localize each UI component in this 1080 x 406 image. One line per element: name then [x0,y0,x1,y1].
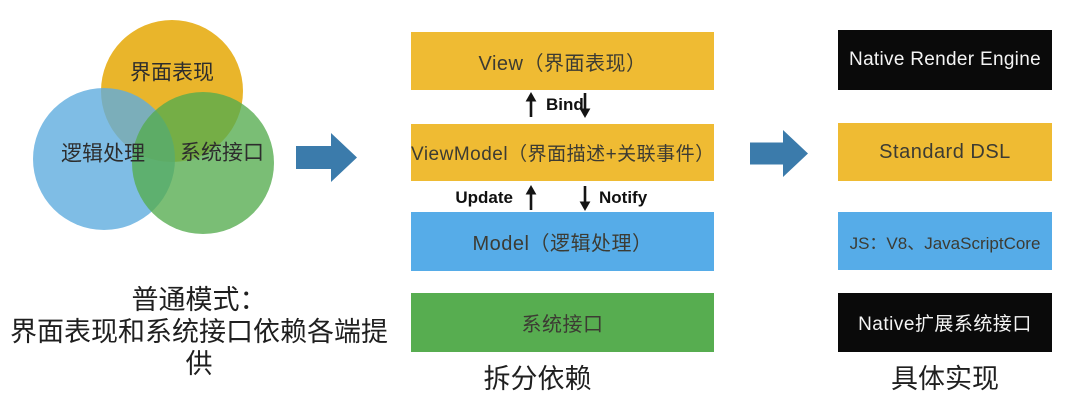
venn-circle-system [132,92,274,234]
venn-caption: 普通模式： 界面表现和系统接口依赖各端提供 [0,284,398,380]
flow-arrow-right-icon [750,130,808,177]
update-label: Update [455,188,513,207]
venn-caption-line1: 普通模式： [131,285,267,315]
split-box-model-label: Model（逻辑处理） [472,233,653,255]
impl-box-standard-dsl-label: Standard DSL [879,140,1011,163]
up-arrow-icon [525,185,537,210]
up-arrow-icon [525,92,537,117]
split-box-system: 系统接口 [411,293,714,352]
venn-label-logic: 逻辑处理 [61,143,145,166]
venn-label-ui: 界面表现 [130,62,214,85]
split-box-view: View（界面表现） [411,32,714,90]
impl-box-render-engine-label: Native Render Engine [849,49,1041,70]
bind-label: Bind [546,95,584,114]
split-box-view-label: View（界面表现） [478,52,647,75]
flow-arrow-left-icon [296,133,357,182]
impl-box-js-engines-label: JS：V8、JavaScriptCore [849,233,1041,253]
venn-diagram: 界面表现 逻辑处理 系统接口 [33,20,274,234]
split-box-system-label: 系统接口 [521,314,604,336]
impl-box-js-engines: JS：V8、JavaScriptCore [838,212,1052,270]
split-caption: 拆分依赖 [483,364,592,394]
venn-caption-line2: 界面表现和系统接口依赖各端提供 [10,317,388,379]
impl-caption: 具体实现 [891,364,999,394]
split-box-model: Model（逻辑处理） [411,212,714,271]
split-box-viewmodel: ViewModel（界面描述+关联事件） [411,124,714,181]
down-arrow-icon [579,186,591,211]
impl-box-native-api: Native扩展系统接口 [838,293,1052,352]
notify-label: Notify [599,188,648,207]
impl-box-render-engine: Native Render Engine [838,30,1052,90]
split-box-viewmodel-label: ViewModel（界面描述+关联事件） [411,144,715,165]
impl-box-native-api-label: Native扩展系统接口 [858,314,1032,335]
down-arrow-icon [579,93,591,118]
venn-label-system: 系统接口 [180,142,264,165]
impl-box-standard-dsl: Standard DSL [838,123,1052,181]
